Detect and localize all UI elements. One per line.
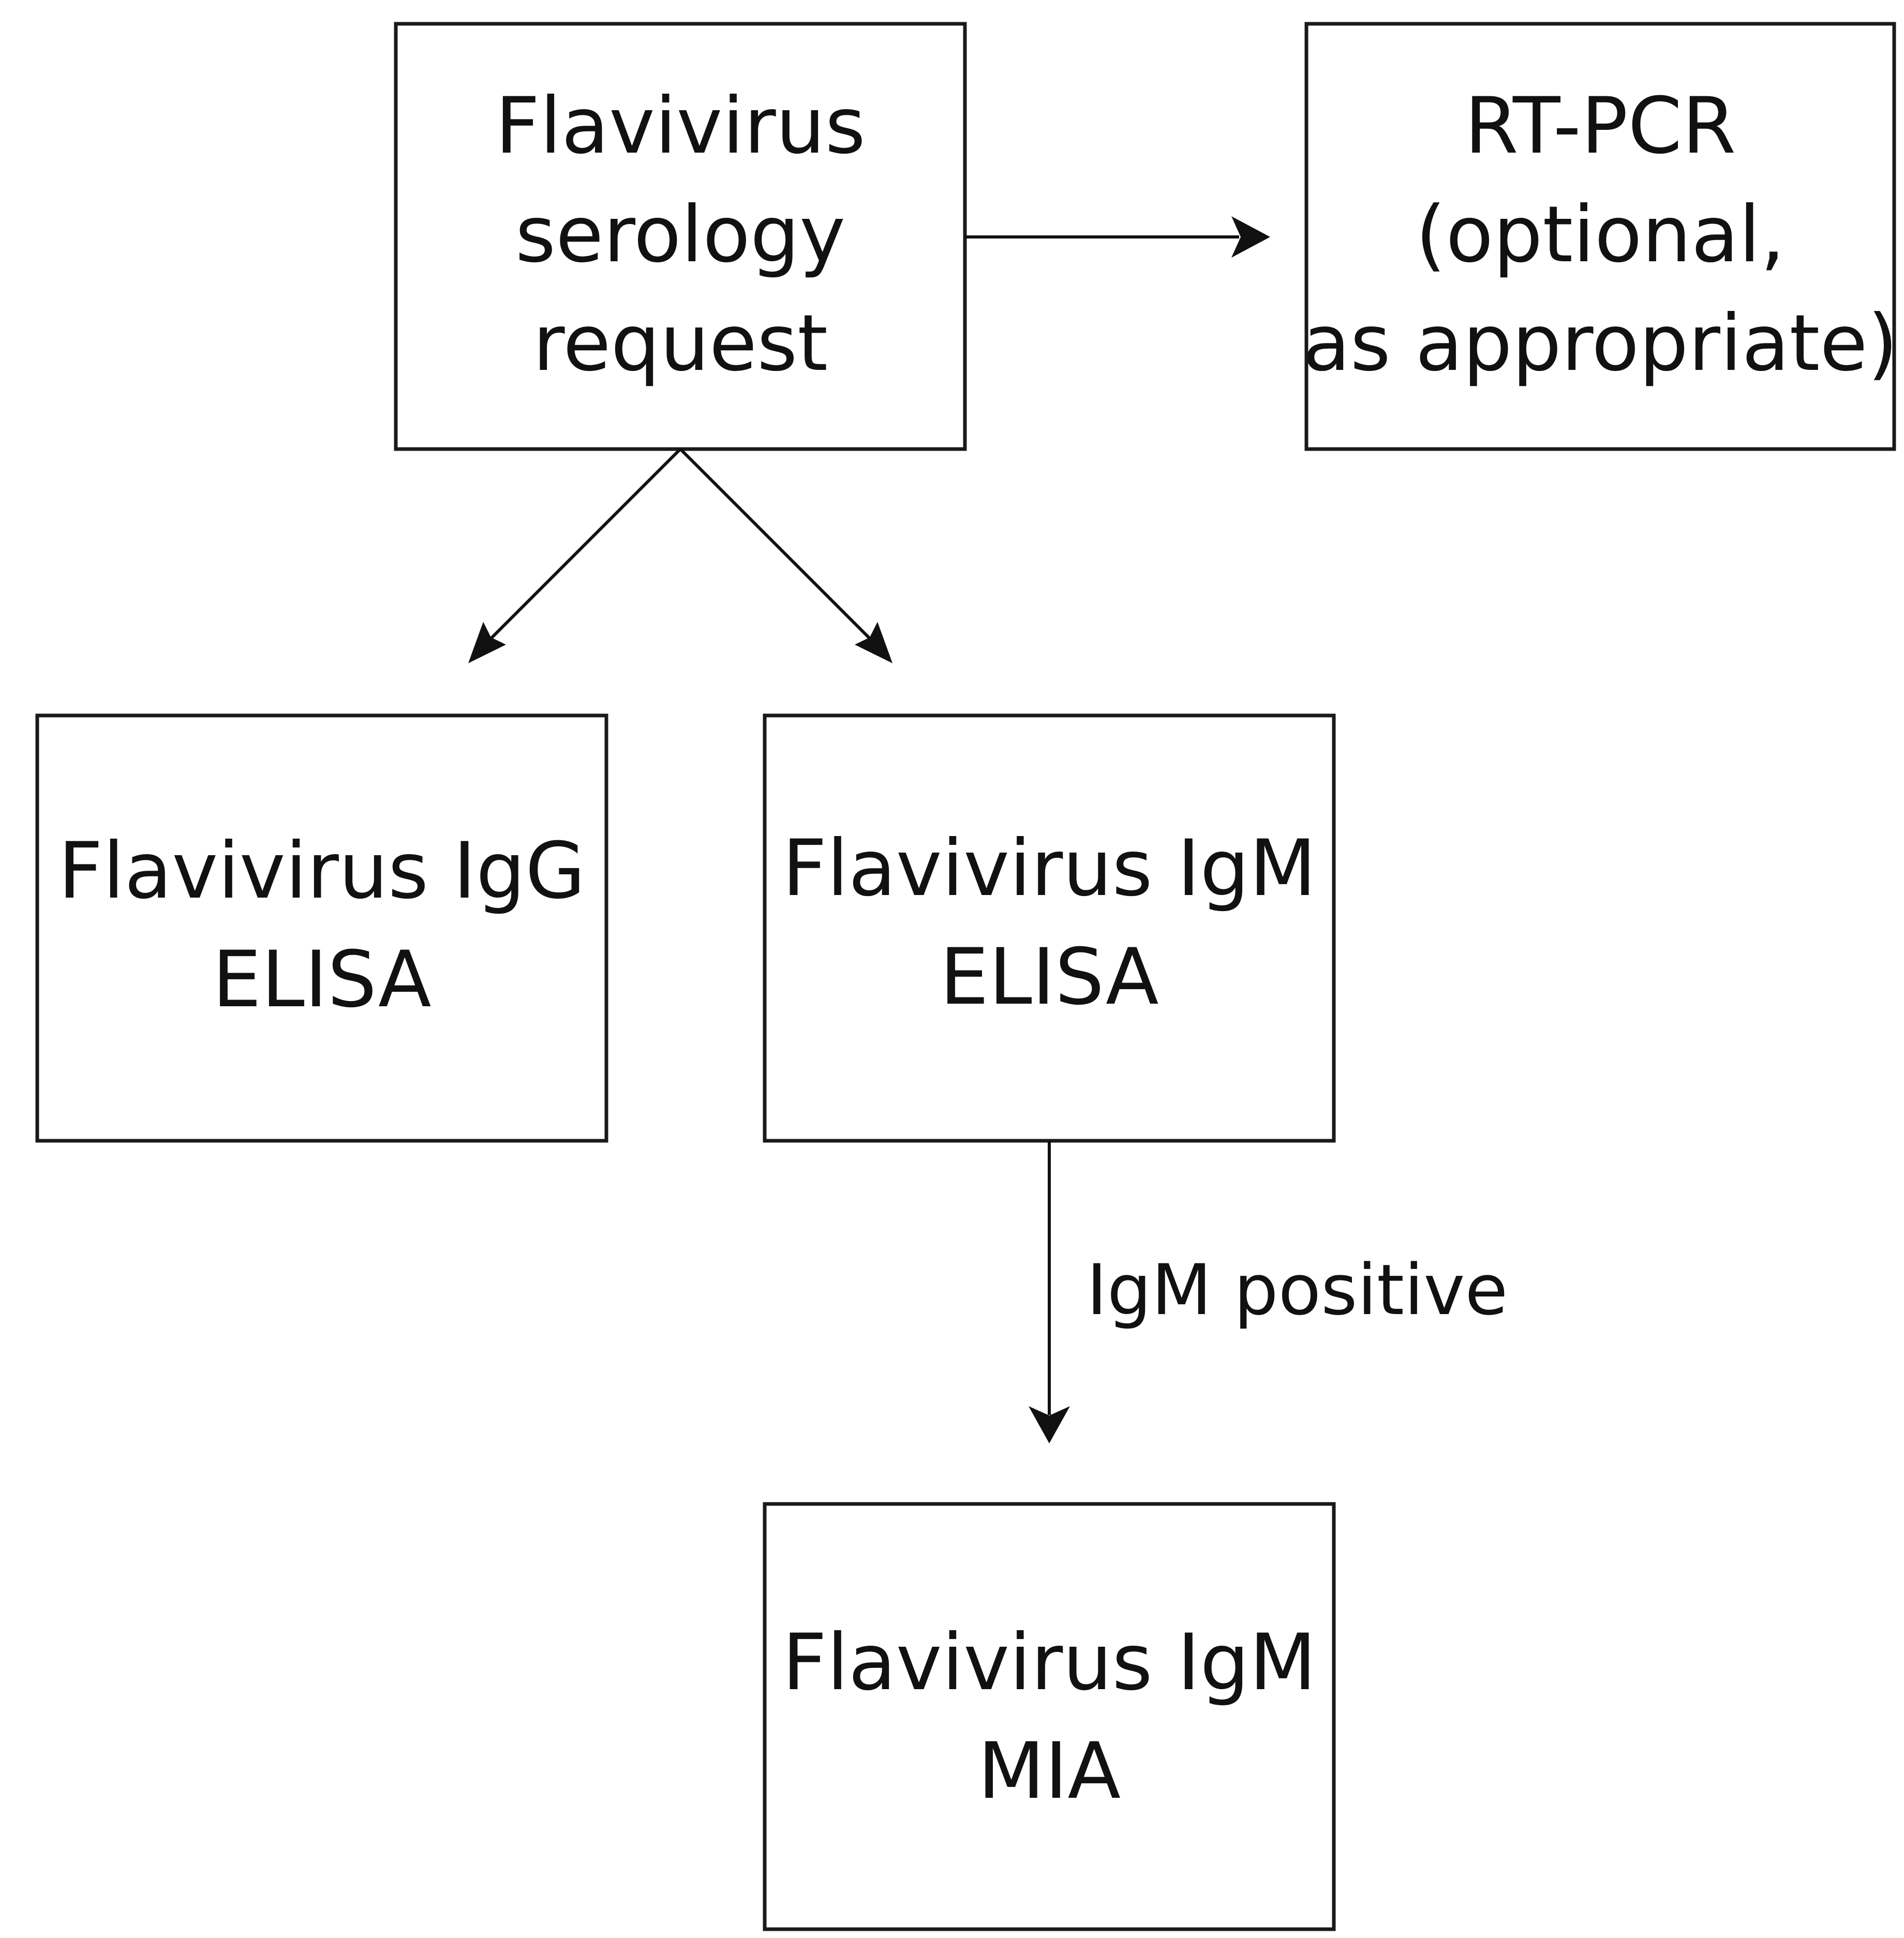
node-igg-elisa: Flavivirus IgG ELISA	[35, 713, 608, 1143]
node-igg-elisa-line-1: Flavivirus IgG	[58, 826, 585, 916]
arrowhead-down-icon	[1029, 1406, 1070, 1443]
arrowhead-down-left-icon	[468, 622, 506, 663]
node-igm-elisa-line-2: ELISA	[940, 932, 1158, 1022]
edge-request-to-rt-pcr	[965, 216, 1270, 258]
arrowhead-down-right-icon	[855, 622, 892, 663]
edge-request-to-igm-elisa	[679, 448, 892, 663]
edge-label-igm-positive: IgM positive	[1087, 1249, 1508, 1331]
node-rt-pcr-line-3: as appropriate)	[1303, 299, 1898, 389]
node-serology-request-line-1: Flavivirus	[495, 81, 866, 171]
node-igm-mia-line-1: Flavivirus IgM	[782, 1618, 1316, 1708]
node-serology-request-line-3: request	[533, 299, 828, 389]
edge-igm-elisa-to-igm-mia: IgM positive	[1029, 1141, 1508, 1443]
node-igm-mia: Flavivirus IgM MIA	[763, 1502, 1336, 1931]
node-rt-pcr-line-1: RT-PCR	[1465, 81, 1736, 171]
node-igm-elisa: Flavivirus IgM ELISA	[763, 713, 1336, 1143]
node-igm-elisa-line-1: Flavivirus IgM	[782, 824, 1316, 914]
arrowhead-right-icon	[1231, 216, 1270, 258]
edge-request-to-igg-elisa	[468, 448, 682, 663]
node-igg-elisa-line-2: ELISA	[212, 935, 431, 1025]
node-igm-mia-line-2: MIA	[978, 1726, 1121, 1816]
node-rt-pcr: RT-PCR (optional, as appropriate)	[1303, 22, 1898, 451]
node-serology-request-line-2: serology	[515, 190, 845, 280]
node-serology-request: Flavivirus serology request	[394, 22, 967, 451]
node-rt-pcr-line-2: (optional,	[1416, 190, 1785, 280]
